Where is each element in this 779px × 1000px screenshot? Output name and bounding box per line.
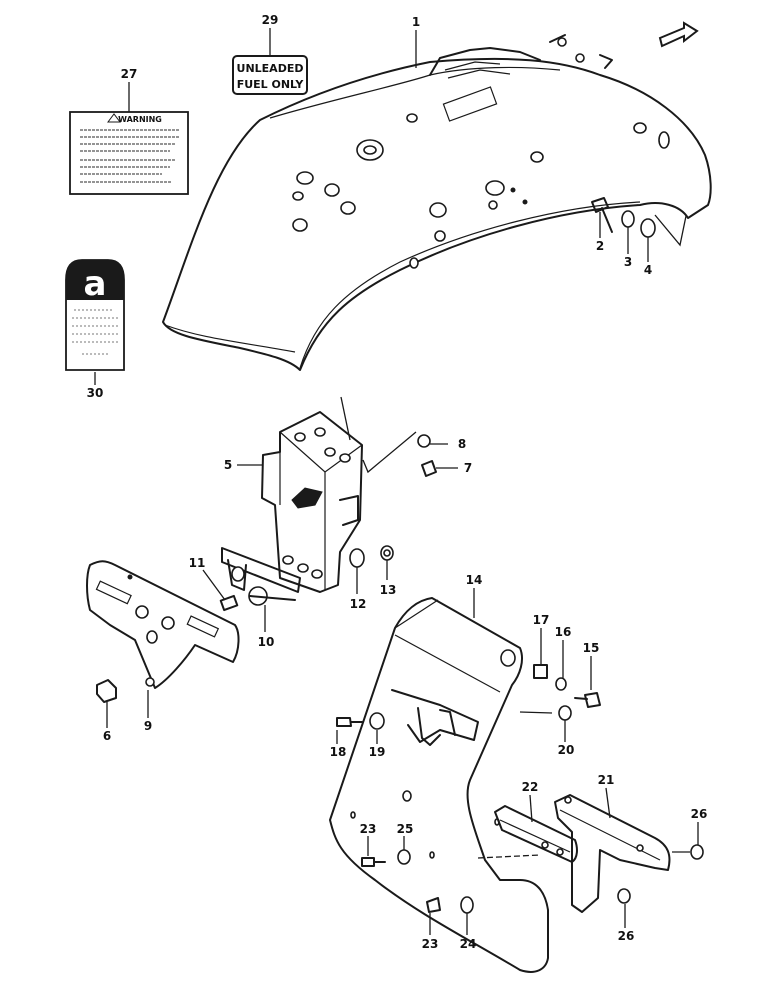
callout-26-lower: 26 — [618, 929, 635, 943]
bracket-washer — [397, 849, 411, 865]
callout-23-upper: 23 — [360, 822, 377, 836]
fender-bolt — [591, 197, 613, 233]
callout-13: 13 — [380, 583, 397, 597]
callout-26-right: 26 — [691, 807, 708, 821]
callout-10: 10 — [258, 635, 275, 649]
warning-label-title: WARNING — [118, 115, 162, 124]
callout-25: 25 — [397, 822, 414, 836]
bracket-nut-lower — [460, 896, 474, 914]
fuel-label-line1: UNLEADED — [237, 62, 304, 75]
front-direction-arrow-icon — [658, 21, 699, 48]
mudguard-screw — [336, 717, 363, 727]
callout-23-lower: 23 — [422, 937, 439, 951]
callout-numbers: 1 2 3 4 5 6 7 8 9 10 11 12 13 14 15 16 1… — [87, 13, 708, 951]
callout-6: 6 — [103, 729, 111, 743]
rear-mudguard-lower — [329, 597, 549, 973]
callout-22: 22 — [522, 780, 539, 794]
callout-30: 30 — [87, 386, 104, 400]
mudguard-grommet — [369, 712, 385, 730]
tire-label-letter: a — [84, 264, 107, 304]
license-plate-frame — [86, 560, 240, 689]
callout-21: 21 — [598, 773, 615, 787]
callout-8: 8 — [458, 437, 466, 451]
callout-15: 15 — [583, 641, 600, 655]
callout-4: 4 — [644, 263, 652, 277]
callout-9: 9 — [144, 719, 152, 733]
reflector-stay — [494, 805, 578, 863]
bracket-screw-lower — [426, 897, 441, 913]
callout-7: 7 — [464, 461, 472, 475]
warning-label: WARNING — [69, 111, 189, 195]
rear-fender — [162, 34, 712, 371]
callout-29: 29 — [262, 13, 279, 27]
stay-nut-lower — [617, 888, 631, 904]
bracket-nut — [417, 434, 431, 448]
mudguard-washer — [555, 677, 567, 691]
fender-nut — [640, 218, 656, 238]
callout-14: 14 — [466, 573, 483, 587]
lamp-holder-bracket — [221, 547, 301, 606]
callout-2: 2 — [596, 239, 604, 253]
bracket-bolt — [421, 460, 437, 477]
plate-cushion — [96, 679, 117, 703]
fender-washer — [621, 210, 635, 228]
callout-16: 16 — [555, 625, 572, 639]
license-bracket — [261, 411, 363, 593]
callout-12: 12 — [350, 597, 367, 611]
bracket-screw-upper — [361, 857, 386, 867]
rubber-grommet — [219, 594, 239, 612]
rubber-washer — [349, 548, 365, 568]
fuel-label-line2: FUEL ONLY — [237, 78, 305, 91]
collar-nut — [380, 545, 394, 561]
callout-24: 24 — [460, 937, 477, 951]
mudguard-bolt — [574, 692, 601, 708]
callout-1: 1 — [412, 15, 420, 29]
mudguard-rear-nut — [558, 705, 572, 721]
stay-nut-right — [690, 844, 704, 860]
callout-17: 17 — [533, 613, 550, 627]
callout-3: 3 — [624, 255, 632, 269]
callout-5: 5 — [224, 458, 232, 472]
callout-20: 20 — [558, 743, 575, 757]
tire-info-label: a — [65, 259, 125, 371]
mudguard-nut — [533, 664, 548, 679]
unleaded-fuel-label: UNLEADED FUEL ONLY — [232, 55, 308, 95]
callout-27: 27 — [121, 67, 138, 81]
callout-19: 19 — [369, 745, 386, 759]
reflector-bracket — [554, 794, 671, 913]
callout-18: 18 — [330, 745, 347, 759]
callout-leaders — [94, 28, 699, 935]
callout-11: 11 — [189, 556, 206, 570]
